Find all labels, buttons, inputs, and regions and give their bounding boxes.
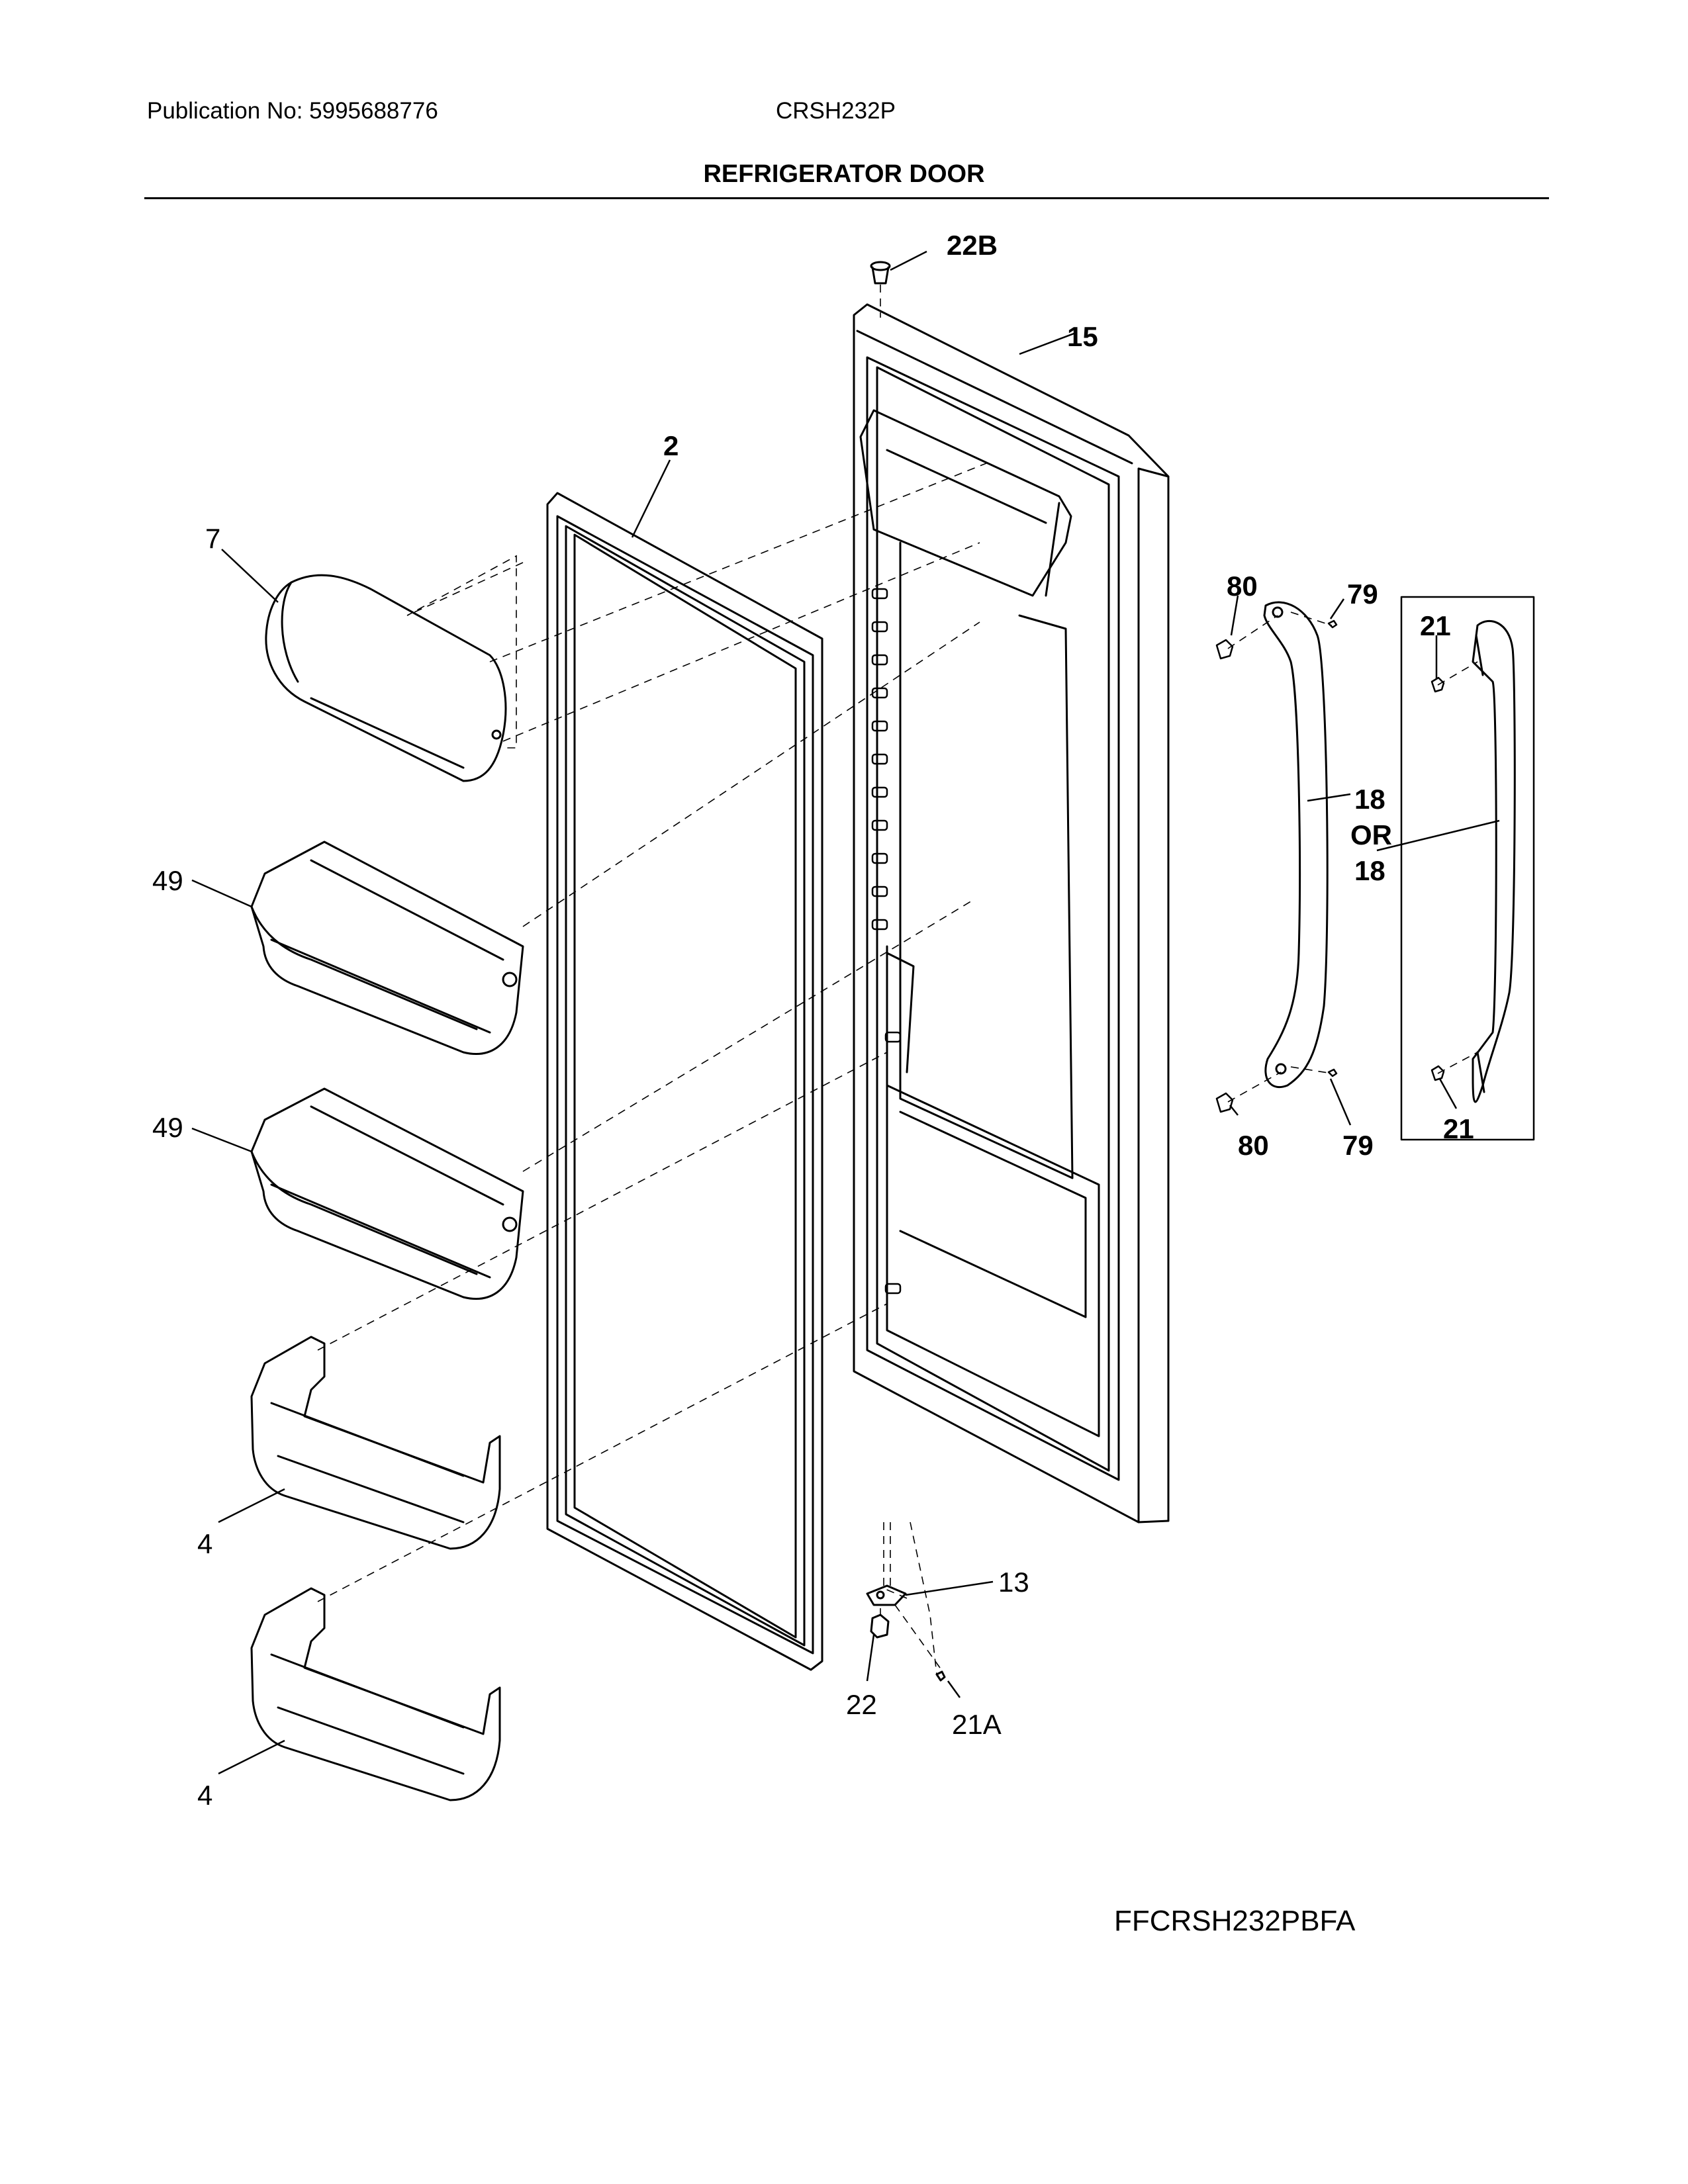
callout-80-lower: 80 — [1238, 1130, 1269, 1161]
callout-18-alt: 18 — [1354, 855, 1385, 886]
callout-80-upper: 80 — [1227, 570, 1258, 602]
callout-2: 2 — [663, 430, 679, 461]
callout-7: 7 — [205, 523, 220, 554]
door-bin-upper-part — [250, 841, 524, 1055]
diagram-code: FFCRSH232PBFA — [1114, 1905, 1356, 1937]
projection-lines — [317, 285, 1478, 1675]
model-number: CRSH232P — [776, 98, 896, 124]
publication-number: Publication No: 5995688776 — [147, 98, 438, 124]
callout-79-upper: 79 — [1347, 578, 1378, 610]
callout-4-upper: 4 — [197, 1528, 212, 1559]
callout-15: 15 — [1067, 321, 1098, 352]
door-gasket-part — [546, 492, 823, 1671]
dairy-door-cover-part — [265, 574, 507, 782]
callout-79-lower: 79 — [1342, 1130, 1374, 1161]
callout-4-lower: 4 — [197, 1780, 212, 1811]
door-handle-option-b-part — [1400, 596, 1535, 1141]
door-shelf-lower-part — [250, 1587, 501, 1801]
callout-or: OR — [1350, 819, 1392, 850]
callout-22: 22 — [846, 1689, 877, 1720]
callout-21-lower: 21 — [1443, 1113, 1474, 1144]
title-divider — [144, 197, 1549, 199]
leader-lines — [191, 250, 1500, 1775]
callout-21-upper: 21 — [1420, 610, 1451, 641]
callout-22b: 22B — [947, 230, 998, 261]
cap-part — [870, 261, 891, 285]
door-bin-lower-part — [250, 1087, 524, 1300]
callout-13: 13 — [998, 1567, 1029, 1598]
door-handle-option-a-part — [1263, 601, 1329, 1089]
refrigerator-door-part — [853, 303, 1170, 1524]
callout-21a: 21A — [952, 1709, 1002, 1740]
callout-18: 18 — [1354, 784, 1385, 815]
door-shelf-upper-part — [250, 1336, 501, 1550]
callout-49-upper: 49 — [152, 865, 183, 896]
callout-49-lower: 49 — [152, 1112, 183, 1143]
page-title: REFRIGERATOR DOOR — [703, 160, 985, 188]
handle-screws-part — [1215, 619, 1445, 1113]
hinge-hardware-part — [866, 1584, 946, 1682]
